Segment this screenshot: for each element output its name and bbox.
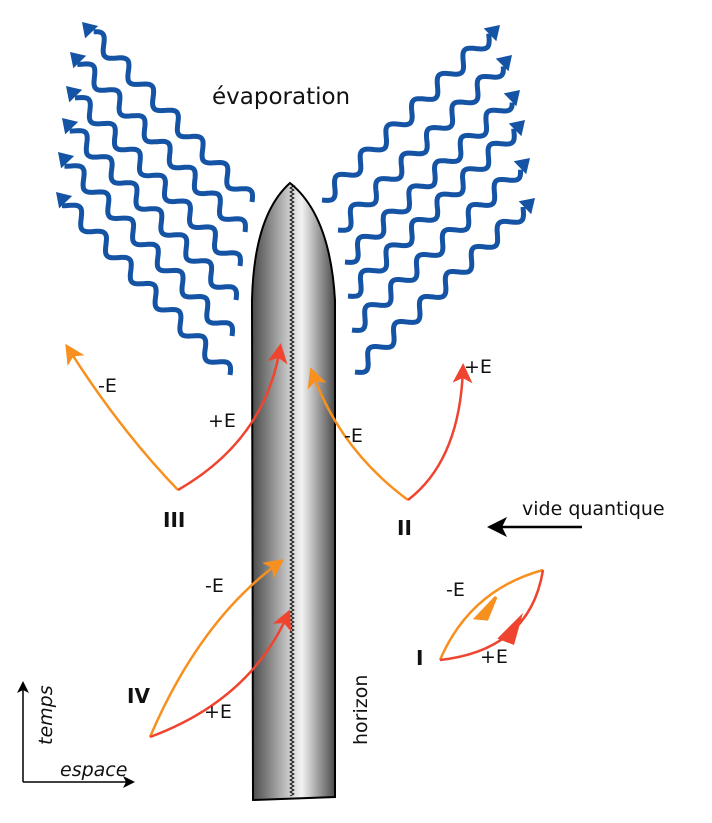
radiation-wave-right-2-arrowhead — [495, 55, 512, 72]
pair-i-negative-arrowhead — [472, 595, 498, 621]
space-axis-label: espace — [60, 759, 127, 781]
pair-i-label: I — [416, 646, 423, 670]
pair-i-pos-label: +E — [480, 646, 508, 668]
radiation-wave-left-5 — [64, 163, 235, 337]
pair-iv-pos-label: +E — [204, 701, 232, 723]
radiation-wave-left-2-arrowhead — [70, 52, 87, 69]
pair-iii-label: III — [163, 508, 185, 532]
radiation-wave-left-1 — [93, 29, 255, 203]
pair-ii-pos-label: +E — [464, 356, 492, 378]
pair-iii-neg-label: -E — [98, 375, 117, 397]
pair-ii-neg-label: -E — [344, 425, 363, 447]
evaporation-radiation — [56, 22, 535, 376]
pair-iv-positive-arrow — [149, 609, 292, 739]
pair-iv-negative-arrow — [148, 559, 285, 738]
pair-i-negative-arrow — [438, 568, 544, 661]
radiation-wave-left-4-arrowhead — [62, 118, 79, 135]
radiation-wave-left-1-arrowhead — [82, 22, 99, 39]
evaporation-label: évaporation — [212, 84, 350, 110]
radiation-wave-right-6 — [354, 206, 527, 375]
radiation-wave-right-5-arrowhead — [513, 158, 530, 175]
pair-ii-negative-arrow — [307, 367, 409, 502]
radiation-wave-right-2 — [337, 66, 506, 233]
pair-iii-negative-arrow — [65, 343, 179, 491]
radiation-wave-right-4 — [347, 128, 517, 299]
pair-iv-neg-label: -E — [205, 575, 224, 597]
horizon-label: horizon — [350, 675, 372, 745]
pair-iii-pos-label: +E — [208, 410, 236, 432]
radiation-wave-left-3 — [74, 94, 243, 267]
pair-ii-label: II — [397, 516, 412, 540]
time-axis-label: temps — [35, 685, 57, 745]
pair-iii-positive-arrow — [177, 343, 288, 492]
pair-ii-positive-arrow — [407, 363, 473, 501]
pair-i-positive-arrowhead — [497, 612, 523, 645]
radiation-wave-right-1 — [321, 33, 492, 203]
radiation-wave-right-6-arrowhead — [518, 198, 535, 215]
radiation-wave-left-3-arrowhead — [66, 86, 83, 103]
radiation-wave-right-3-arrowhead — [503, 90, 520, 107]
black-hole-body — [250, 181, 336, 802]
radiation-wave-left-2 — [77, 61, 248, 233]
radiation-wave-right-4-arrowhead — [508, 120, 525, 137]
radiation-wave-right-5 — [351, 169, 523, 333]
radiation-wave-right-3 — [344, 102, 515, 265]
event-horizon-line — [289, 185, 296, 797]
radiation-wave-right-1-arrowhead — [483, 25, 500, 42]
radiation-wave-left-6 — [61, 202, 233, 376]
radiation-wave-left-4 — [69, 128, 239, 301]
pair-iv-label: IV — [127, 684, 150, 708]
pair-i-neg-label: -E — [446, 579, 465, 601]
radiation-wave-left-5-arrowhead — [58, 152, 75, 169]
vacuum-label: vide quantique — [522, 498, 665, 520]
radiation-wave-left-6-arrowhead — [56, 192, 73, 209]
